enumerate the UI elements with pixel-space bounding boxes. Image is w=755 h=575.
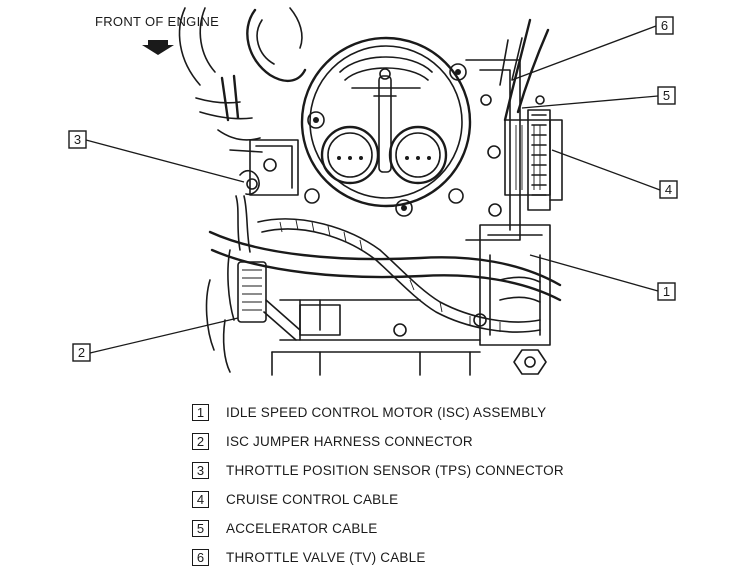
legend-item: 4 CRUISE CONTROL CABLE xyxy=(192,485,632,514)
legend: 1 IDLE SPEED CONTROL MOTOR (ISC) ASSEMBL… xyxy=(192,398,632,572)
callout-4-number: 4 xyxy=(665,182,672,197)
legend-item: 5 ACCELERATOR CABLE xyxy=(192,514,632,543)
callout-5: 5 xyxy=(521,86,676,109)
legend-number: 2 xyxy=(192,433,209,450)
legend-number: 1 xyxy=(192,404,209,421)
legend-text: IDLE SPEED CONTROL MOTOR (ISC) ASSEMBLY xyxy=(226,405,547,420)
callout-2-number: 2 xyxy=(78,345,85,360)
legend-item: 3 THROTTLE POSITION SENSOR (TPS) CONNECT… xyxy=(192,456,632,485)
legend-item: 2 ISC JUMPER HARNESS CONNECTOR xyxy=(192,427,632,456)
legend-text: THROTTLE POSITION SENSOR (TPS) CONNECTOR xyxy=(226,463,564,478)
callout-2: 2 xyxy=(72,317,239,362)
legend-number: 6 xyxy=(192,549,209,566)
legend-text: THROTTLE VALVE (TV) CABLE xyxy=(226,550,426,565)
legend-number: 5 xyxy=(192,520,209,537)
legend-item: 6 THROTTLE VALVE (TV) CABLE xyxy=(192,543,632,572)
callout-3-number: 3 xyxy=(74,132,81,147)
callout-6: 6 xyxy=(511,16,674,81)
callout-1-number: 1 xyxy=(663,284,670,299)
engine-illustration xyxy=(178,7,563,376)
legend-number: 4 xyxy=(192,491,209,508)
callout-1: 1 xyxy=(529,254,676,301)
legend-item: 1 IDLE SPEED CONTROL MOTOR (ISC) ASSEMBL… xyxy=(192,398,632,427)
legend-number: 3 xyxy=(192,462,209,479)
legend-text: CRUISE CONTROL CABLE xyxy=(226,492,399,507)
callout-5-number: 5 xyxy=(663,88,670,103)
callout-4: 4 xyxy=(551,149,678,199)
legend-text: ISC JUMPER HARNESS CONNECTOR xyxy=(226,434,473,449)
front-arrow-icon xyxy=(142,40,174,55)
callout-6-number: 6 xyxy=(661,18,668,33)
legend-text: ACCELERATOR CABLE xyxy=(226,521,378,536)
callout-3: 3 xyxy=(68,130,245,183)
front-of-engine-label: FRONT OF ENGINE xyxy=(95,14,219,29)
